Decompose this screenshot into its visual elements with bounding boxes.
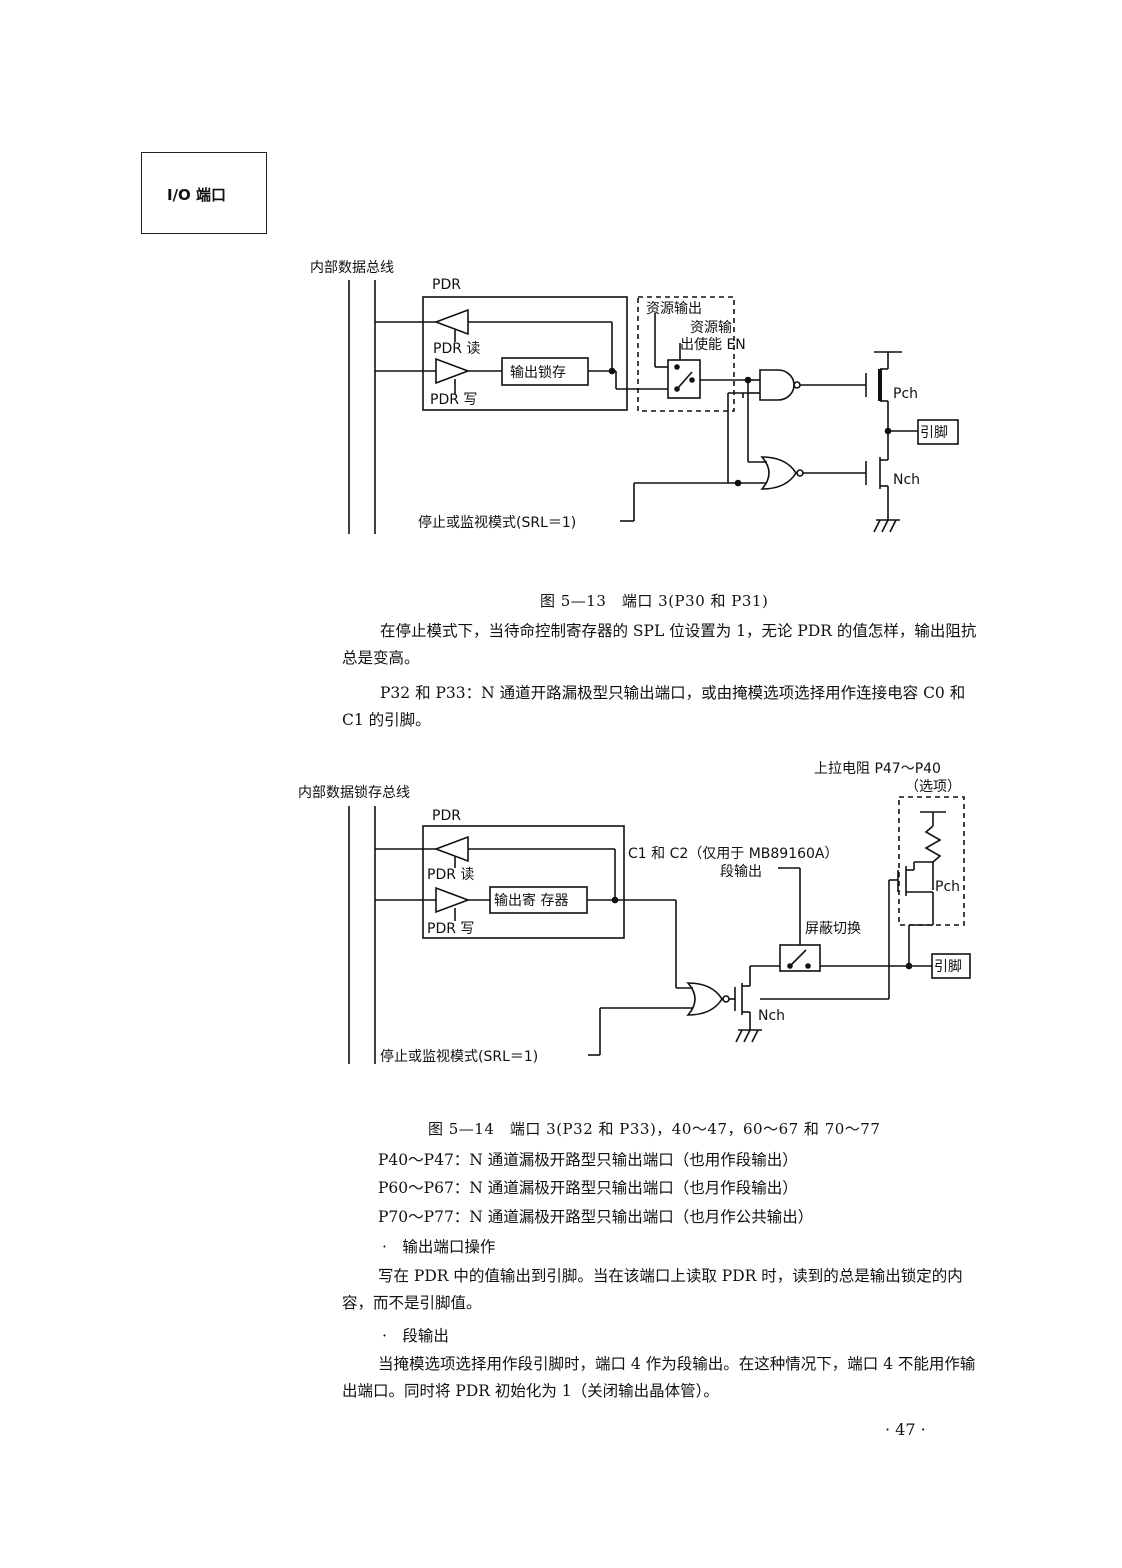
fig1-stop-mode: 停止或监视模式(SRL＝1) xyxy=(418,514,576,531)
fig1-nor-gate xyxy=(760,456,797,490)
fig1-resource-switch xyxy=(667,359,701,399)
line-p40-p47: P40～P47：N 通道漏极开路型只输出端口（也用作段输出） xyxy=(378,1151,798,1169)
fig1-resource-box xyxy=(637,296,735,412)
fig2-pullup-resistor xyxy=(924,825,942,863)
fig2-write-buffer xyxy=(435,886,471,914)
fig1-resource-output: 资源输出 xyxy=(646,301,702,317)
fig1-resource-enable-1: 资源输 xyxy=(690,320,732,336)
fig2-pin-box xyxy=(931,953,971,979)
fig2-c1c2-label: C1 和 C2（仅用于 MB89160A） xyxy=(628,846,839,862)
line-p60-p67: P60～P67：N 通道漏极开路型只输出端口（也月作段输出） xyxy=(378,1179,798,1197)
fig1-pdr-label: PDR xyxy=(432,277,461,293)
fig1-read-buffer xyxy=(433,308,469,336)
fig1-write-buffer xyxy=(435,357,471,385)
fig1-nand-gate xyxy=(759,369,795,401)
fig2-read-buffer xyxy=(433,835,469,863)
fig2-pdr-read: PDR 读 xyxy=(427,866,474,883)
fig1-pin-box xyxy=(917,419,959,445)
bullet-segment-output: · 段输出 xyxy=(382,1327,449,1345)
figure-5-13: 内部数据总线 PDR PDR 读 输出锁存 PDR 写 资源输出 资源输 出使能… xyxy=(310,260,959,534)
fig1-latch-label: 输出锁存 xyxy=(510,365,566,381)
fig1-pch: Pch xyxy=(893,386,918,402)
fig2-mask-switch-box xyxy=(779,944,821,972)
fig2-pch: Pch xyxy=(935,879,960,895)
fig2-pin: 引脚 xyxy=(934,959,962,975)
figure-5-14: 上拉电阻 P47～P40 （选项） 内部数据锁存总线 PDR PDR 读 输出寄… xyxy=(298,761,971,1065)
fig2-option-label: （选项） xyxy=(905,779,961,795)
fig2-stop-mode: 停止或监视模式(SRL＝1) xyxy=(380,1048,538,1065)
fig1-pin: 引脚 xyxy=(920,425,948,441)
fig2-bus-label: 内部数据锁存总线 xyxy=(298,785,410,801)
fig2-pdr-label: PDR xyxy=(432,808,461,824)
line-p70-p77: P70～P77：N 通道漏极开路型只输出端口（也月作公共输出） xyxy=(378,1208,814,1226)
fig2-caption: 图 5—14 端口 3(P32 和 P33)，40～47，60～67 和 70～… xyxy=(428,1120,881,1138)
fig1-caption: 图 5—13 端口 3(P30 和 P31) xyxy=(540,592,769,610)
fig2-pullup-label: 上拉电阻 P47～P40 xyxy=(814,761,941,777)
fig2-nor-gate xyxy=(686,982,723,1016)
fig2-nch: Nch xyxy=(758,1008,785,1024)
section-label: I/O 端口 xyxy=(167,186,227,204)
page-number: · 47 · xyxy=(885,1420,926,1439)
fig1-pdr-write: PDR 写 xyxy=(430,392,477,408)
fig2-pdr-write: PDR 写 xyxy=(427,921,474,937)
fig1-pdr-read: PDR 读 xyxy=(433,340,480,357)
paragraph-output-port: 写在 PDR 中的值输出到引脚。当在该端口上读取 PDR 时，读到的总是输出锁定… xyxy=(342,1267,963,1312)
fig1-resource-enable-2: 出使能 EN xyxy=(680,336,746,353)
fig1-bus-label: 内部数据总线 xyxy=(310,260,394,276)
fig2-pdr-box xyxy=(422,825,625,939)
paragraph-p32-p33: P32 和 P33：N 通道开路漏极型只输出端口，或由掩模选项选择用作连接电容 … xyxy=(342,684,966,729)
paragraph-stop-mode: 在停止模式下，当待命控制寄存器的 SPL 位设置为 1，无论 PDR 的值怎样，… xyxy=(342,622,977,667)
bullet-output-port: · 输出端口操作 xyxy=(382,1238,496,1256)
fig2-register-label: 输出寄 存器 xyxy=(494,892,568,909)
fig2-segment-output: 段输出 xyxy=(720,864,762,880)
paragraph-segment-output: 当掩模选项选择用作段引脚时，端口 4 作为段输出。在这种情况下，端口 4 不能用… xyxy=(342,1355,976,1400)
fig1-nch: Nch xyxy=(893,472,920,488)
fig2-pullup-box xyxy=(898,796,965,926)
fig2-mask-switch: 屏蔽切换 xyxy=(805,920,861,937)
section-tab-box xyxy=(141,152,267,234)
fig1-pdr-box xyxy=(422,296,628,411)
